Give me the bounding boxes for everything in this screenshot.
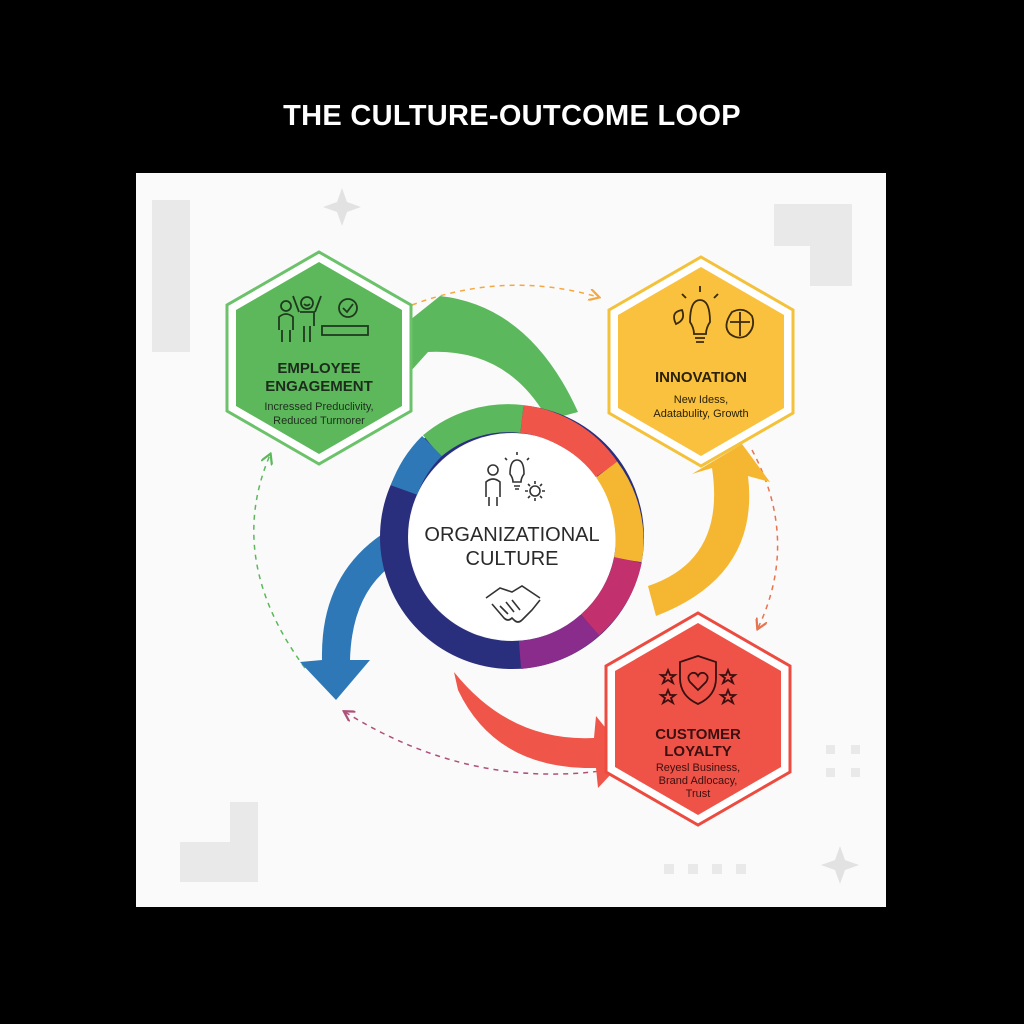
center-title-line2: CULTURE	[466, 548, 559, 570]
handshake-icon	[485, 585, 541, 623]
innovation-title: INNOVATION	[655, 369, 747, 386]
red-curved-arrow	[454, 672, 628, 788]
deco-dot	[688, 864, 698, 874]
shield-heart-stars-icon	[658, 655, 738, 706]
green-curved-arrow	[410, 296, 578, 420]
sparkle-icon	[323, 188, 361, 226]
deco-block-bottom-left	[180, 802, 258, 882]
center-ring	[380, 404, 644, 669]
employee-engagement-title-line2: ENGAGEMENT	[265, 378, 373, 395]
employee-engagement-desc-line2: Reduced Turmorer	[273, 415, 365, 427]
decorative-shapes	[152, 188, 860, 884]
employee-engagement-title-line1: EMPLOYEE	[277, 360, 360, 377]
deco-bar-left	[152, 200, 190, 352]
customer-loyalty-title-line2: LOYALTY	[664, 743, 732, 760]
customer-loyalty-desc-line3: Trust	[686, 788, 711, 800]
deco-dot	[851, 745, 860, 754]
employee-engagement-node: EMPLOYEE ENGAGEMENT Incressed Preduclivi…	[225, 250, 413, 466]
employee-engagement-desc-line1: Incressed Preduclivity,	[264, 401, 373, 413]
customer-loyalty-desc-line2: Brand Adlocacy,	[659, 775, 738, 787]
deco-dot	[826, 768, 835, 777]
people-lightbulb-gear-icon	[485, 452, 545, 506]
ring-segment-orange	[594, 461, 644, 563]
customer-loyalty-desc-line1: Reyesl Business,	[656, 762, 740, 774]
innovation-desc-line2: Adatabulity, Growth	[653, 408, 748, 420]
deco-dot	[712, 864, 722, 874]
ring-segment-green	[422, 404, 524, 457]
blue-curved-arrow	[300, 528, 400, 700]
dashed-arrow-up-to-engagement	[253, 455, 306, 669]
lightbulb-brain-icon	[673, 286, 755, 343]
innovation-node: INNOVATION New Idess, Adatabulity, Growt…	[607, 255, 795, 468]
ring-segment-purple	[518, 614, 600, 669]
sparkle-icon	[821, 846, 859, 884]
customer-loyalty-node: CUSTOMER LOYALTY Reyesl Business, Brand …	[604, 611, 792, 827]
center-title-line1: ORGANIZATIONAL	[424, 524, 599, 546]
dashed-arrow-engagement-to-innovation	[411, 284, 598, 306]
deco-dot	[736, 864, 746, 874]
diagram-title: THE CULTURE-OUTCOME LOOP	[283, 100, 741, 132]
orange-curved-arrow	[648, 444, 770, 616]
ring-segment-red	[519, 405, 618, 479]
deco-corner-right	[774, 204, 852, 286]
customer-loyalty-title-line1: CUSTOMER	[655, 726, 741, 743]
ring-segment-blue	[390, 436, 443, 496]
deco-dot	[664, 864, 674, 874]
innovation-desc-line1: New Idess,	[674, 394, 728, 406]
engaged-person-checkmark-icon	[278, 295, 369, 342]
deco-dot	[851, 768, 860, 777]
ring-segment-magenta	[580, 556, 642, 636]
curved-arrows	[300, 296, 770, 788]
deco-dot	[826, 745, 835, 754]
